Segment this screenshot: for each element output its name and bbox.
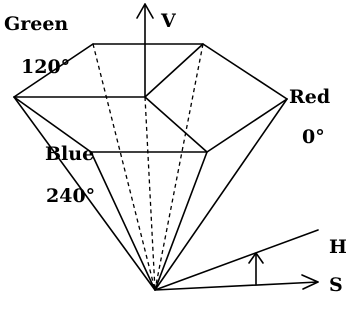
hexagon-edge-back-left bbox=[13, 43, 94, 98]
hs-axes bbox=[154, 229, 319, 291]
green-label: Green bbox=[4, 13, 68, 35]
hexagon-edge-front-left bbox=[13, 96, 92, 153]
labels: Green 120° V Red 0° Blue 240° H S bbox=[4, 10, 346, 296]
blue-angle-label: 240° bbox=[46, 185, 95, 207]
dashed-edge-back-left bbox=[92, 43, 156, 291]
cone-edge-blue bbox=[90, 151, 156, 291]
v-axis bbox=[136, 3, 154, 98]
v-axis-label: V bbox=[160, 10, 177, 32]
cone-edge-green bbox=[13, 96, 156, 291]
green-angle-label: 120° bbox=[21, 56, 70, 78]
s-axis-line bbox=[154, 281, 319, 291]
h-axis-line bbox=[154, 229, 319, 291]
hexagon-top-face bbox=[13, 43, 288, 153]
hexagon-inner-lines bbox=[13, 43, 208, 153]
s-axis-label: S bbox=[329, 274, 343, 296]
h-axis-label: H bbox=[329, 236, 346, 258]
dashed-center-axis bbox=[144, 96, 156, 291]
s-axis-arrowhead bbox=[301, 274, 319, 290]
center-to-back-right-line bbox=[144, 43, 204, 98]
hexagon-edge-front-right bbox=[206, 98, 288, 153]
v-axis-arrowhead bbox=[136, 3, 154, 19]
cone-edges bbox=[13, 96, 288, 291]
cone-edge-red bbox=[154, 98, 288, 291]
angle-indicator-arrowhead bbox=[248, 252, 264, 264]
cone-edge-front bbox=[154, 151, 208, 291]
center-to-front-right-line bbox=[144, 96, 208, 153]
hexagon-edge-back-right bbox=[202, 43, 288, 100]
red-label: Red bbox=[289, 86, 330, 108]
blue-label: Blue bbox=[45, 143, 94, 165]
hidden-edges bbox=[92, 43, 204, 291]
red-angle-label: 0° bbox=[302, 126, 325, 148]
